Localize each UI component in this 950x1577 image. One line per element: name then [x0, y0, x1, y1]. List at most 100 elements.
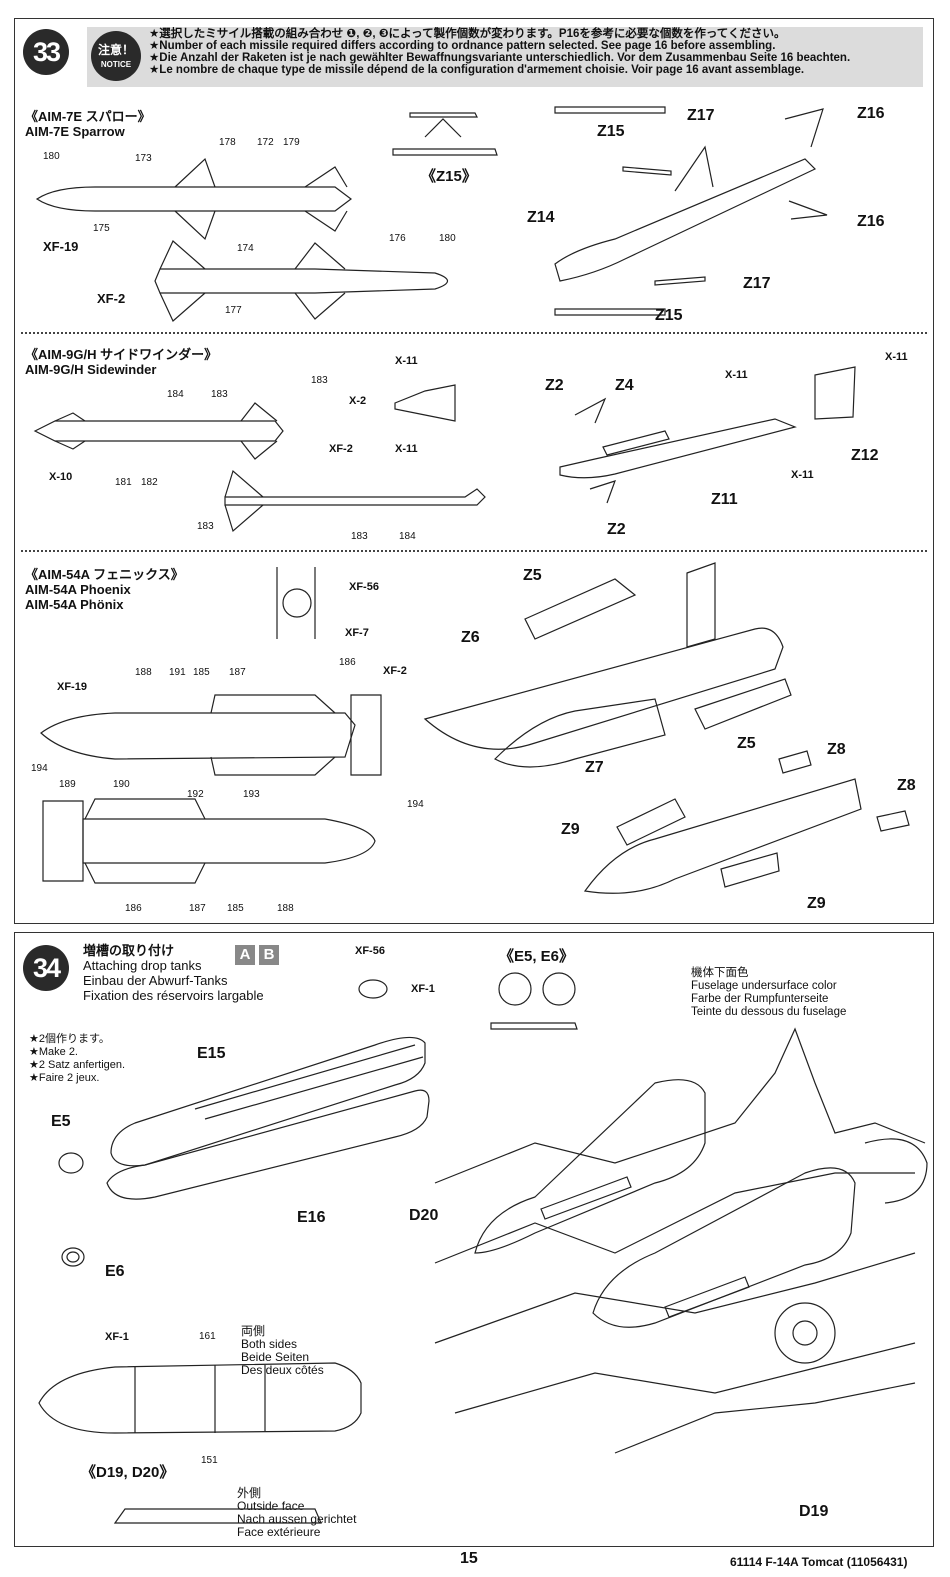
part-label: Z17 [743, 275, 771, 292]
section-divider [21, 332, 927, 334]
decal-number: 183 [311, 375, 328, 386]
part-label: Z7 [585, 759, 604, 776]
step-34-panel: 34 増槽の取り付け Attaching drop tanks Einbau d… [14, 932, 934, 1547]
decal-number: 191 [169, 667, 186, 678]
notice-badge: 注意！ NOTICE [91, 31, 141, 81]
part-label: XF-2 [97, 291, 126, 306]
decal-number: 173 [135, 153, 152, 164]
make-2-de: ★2 Satz anfertigen. [29, 1059, 126, 1071]
decal-number: 183 [351, 531, 368, 542]
title-fr: Fixation des réservoirs largable [83, 988, 264, 1003]
make-2-note: ★2個作ります。 ★Make 2. ★2 Satz anfertigen. ★F… [29, 1033, 125, 1085]
decal-number: 180 [439, 233, 456, 244]
sparrow-title: 《AIM-7E スパロー》 AIM-7E Sparrow [25, 109, 151, 139]
notice-line-jp: ★選択したミサイル搭載の組み合わせ ❶, ❷, ❸によって製作個数が変わります。… [149, 28, 786, 40]
decal-number: 178 [219, 137, 236, 148]
notice-line-de: ★Die Anzahl der Raketen ist je nach gewä… [149, 52, 851, 64]
decal-number: 161 [199, 1331, 216, 1342]
decal-number: 151 [201, 1455, 218, 1466]
decal-number: 183 [211, 389, 228, 400]
decal-number: 186 [339, 657, 356, 668]
make-2-fr: ★Faire 2 jeux. [29, 1072, 100, 1084]
decal-number: 185 [227, 903, 244, 914]
step-number: 33 [23, 29, 69, 75]
part-label: Z2 [545, 377, 564, 394]
part-label: XF-56 [355, 945, 385, 957]
decal-number: 175 [93, 223, 110, 234]
step-33-panel: 33 注意！ NOTICE ★選択したミサイル搭載の組み合わせ ❶, ❷, ❸に… [14, 18, 934, 924]
part-label: Z9 [561, 821, 580, 838]
title-en: Attaching drop tanks [83, 958, 202, 973]
phoenix-title-de: AIM-54A Phönix [25, 597, 124, 612]
d19-d20-tag: 《D19, D20》 [81, 1464, 175, 1481]
part-label: Z5 [737, 735, 756, 752]
part-label: X-11 [791, 469, 814, 481]
part-label: Z15 [655, 307, 683, 324]
decal-number: 177 [225, 305, 242, 316]
notice-line-fr: ★Le nombre de chaque type de missile dép… [149, 64, 805, 76]
decal-number: 172 [257, 137, 274, 148]
decal-number: 185 [193, 667, 210, 678]
part-label: Z16 [857, 105, 885, 122]
undersurface-fr: Teinte du dessous du fuselage [691, 1006, 847, 1018]
both-sides-de: Beide Seiten [241, 1350, 310, 1364]
part-label: Z14 [527, 209, 555, 226]
decal-number: 194 [407, 799, 424, 810]
e5-e6-tag: 《E5, E6》 [499, 948, 575, 965]
part-label: E5 [51, 1113, 71, 1130]
undersurface-de: Farbe der Rumpfunterseite [691, 993, 829, 1005]
part-label: Z12 [851, 447, 879, 464]
part-label: XF-56 [349, 581, 379, 593]
make-2-en: ★Make 2. [29, 1046, 78, 1058]
part-label: XF-1 [411, 983, 435, 995]
outside-face-fr: Face extérieure [237, 1525, 321, 1539]
phoenix-title: 《AIM-54A フェニックス》 AIM-54A Phoenix AIM-54A… [25, 567, 184, 612]
decal-number: 181 [115, 477, 132, 488]
decal-number: 174 [237, 243, 254, 254]
title-jp: 増槽の取り付け [83, 943, 175, 958]
option-b-badge: B [259, 945, 279, 965]
step-34-line-art [38, 972, 928, 1524]
undersurface-color-note: 機体下面色 Fuselage undersurface color Farbe … [691, 967, 846, 1019]
notice-bar [87, 27, 923, 87]
part-label: Z11 [711, 491, 738, 508]
part-label: XF-2 [329, 443, 353, 455]
both-sides-en: Both sides [241, 1337, 298, 1351]
undersurface-jp: 機体下面色 [691, 967, 749, 979]
decal-number: 184 [399, 531, 416, 542]
sidewinder-title-jp: 《AIM-9G/H サイドワインダー》 [25, 347, 218, 362]
sparrow-title-en: AIM-7E Sparrow [25, 124, 125, 139]
part-label: XF-19 [43, 239, 79, 254]
part-label: E15 [197, 1045, 226, 1062]
part-label: XF-7 [345, 627, 369, 639]
undersurface-en: Fuselage undersurface color [691, 980, 837, 992]
notice-badge-jp: 注意！ [97, 43, 134, 57]
part-label: XF-2 [383, 665, 407, 677]
sidewinder-title-en: AIM-9G/H Sidewinder [25, 362, 157, 377]
part-label: Z16 [857, 213, 885, 230]
part-label: X-11 [885, 351, 908, 363]
section-divider [21, 550, 927, 552]
part-label: XF-1 [105, 1331, 129, 1343]
decal-number: 187 [229, 667, 246, 678]
sidewinder-title: 《AIM-9G/H サイドワインダー》 AIM-9G/H Sidewinder [25, 347, 217, 377]
part-label: X-11 [395, 443, 418, 455]
decal-number: 189 [59, 779, 76, 790]
decal-number: 193 [243, 789, 260, 800]
part-label: Z5 [523, 567, 542, 584]
outside-face-jp: 外側 [237, 1486, 262, 1500]
both-sides-note: 両側 Both sides Beide Seiten Des deux côté… [241, 1325, 324, 1377]
part-label: Z6 [461, 629, 480, 646]
decal-number: 184 [167, 389, 184, 400]
decal-number: 194 [31, 763, 48, 774]
notice-text: ★選択したミサイル搭載の組み合わせ ❶, ❷, ❸によって製作個数が変わります。… [149, 28, 850, 76]
notice-badge-en: NOTICE [100, 60, 132, 69]
page-number: 15 [460, 1550, 478, 1567]
decal-number: 179 [283, 137, 300, 148]
part-label: Z17 [687, 107, 715, 124]
decal-number: 188 [135, 667, 152, 678]
product-code: 61114 F-14A Tomcat (11056431) [730, 1555, 908, 1569]
part-label: D19 [799, 1503, 829, 1520]
phoenix-title-en: AIM-54A Phoenix [25, 582, 131, 597]
part-label: X-11 [395, 355, 418, 367]
